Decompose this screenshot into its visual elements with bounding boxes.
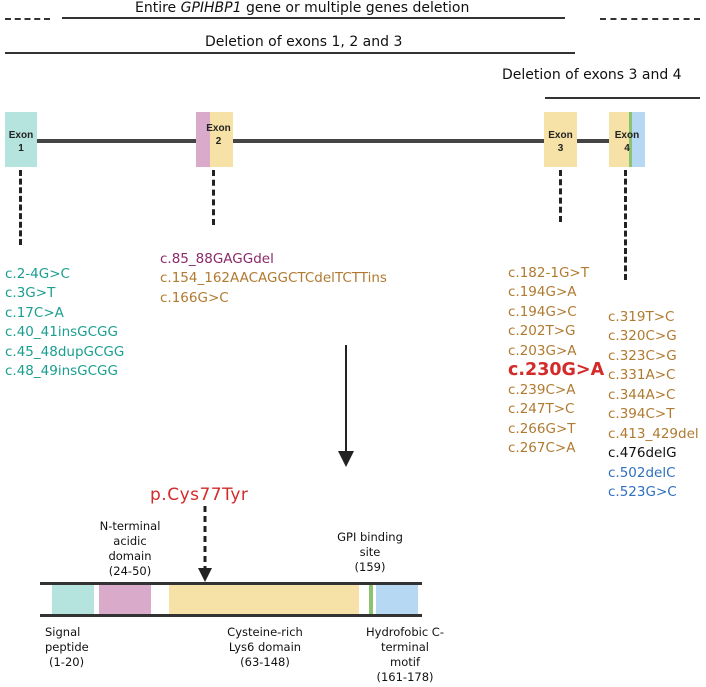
gene-intron-line [30,139,615,143]
exon1-mutation-list: c.2-4G>C c.3G>T c.17C>A c.40_41insGCGG c.45_… [5,245,124,382]
signal-peptide-domain [52,584,94,615]
exon2-mutation-list: c.85_88GAGGdel c.154_162AACAGGCTCdelTCTTi… [160,230,387,308]
mutation: c.182-1G>T [508,264,589,281]
mutation: c.323C>G [608,347,677,364]
entire-deletion-line [62,17,565,19]
exon3-mutation-list: c.182-1G>T c.194G>A c.194G>C c.202T>G c.203G… [508,244,604,459]
hydrofobic-domain [376,584,418,615]
protein-bottom-line [40,614,422,617]
mutation: c.154_162AACAGGCTCdelTCTTins [160,270,387,286]
mutation: c.85_88GAGGdel [160,250,274,267]
exon4-connector [624,170,627,280]
mutation: c.247T>C [508,401,575,417]
mutation: c.203G>A [508,342,577,359]
entire-deletion-label: Entire GPIHBP1 gene or multiple genes de… [135,0,470,16]
mutation: c.502delC [608,464,676,481]
mutation: c.17C>A [5,304,64,321]
mutation: c.40_41insGCGG [5,324,118,340]
exon4-mutation-list: c.319T>C c.320C>G c.323C>G c.331A>C c.344A>C… [608,288,699,503]
mutation: c.166G>C [160,289,229,306]
down-arrow-icon [338,345,354,467]
exon1-connector [19,170,22,245]
deletion-line-dashed-right [600,18,700,20]
exons123-deletion-label: Deletion of exons 1, 2 and 3 [205,34,403,50]
exon2-connector [212,170,215,225]
mutation: c.3G>T [5,285,56,301]
exons123-deletion-line [5,52,575,54]
highlighted-mutation: c.230G>A [508,360,605,380]
acidic-domain [99,584,151,615]
deletion-line-dashed-left [5,18,50,20]
mutation: c.266G>T [508,420,576,437]
mutation: c.45_48dupGCGG [5,343,125,360]
mutation: c.2-4G>C [5,265,70,282]
mutation: c.331A>C [608,367,676,383]
gpi-site [369,584,373,615]
exons34-deletion-label: Deletion of exons 3 and 4 [502,67,682,83]
mutation: c.194G>A [508,284,577,300]
exon3-connector [559,170,562,222]
lys6-domain [169,584,359,615]
mutation: c.239C>A [508,381,576,398]
mutation: c.344A>C [608,386,676,403]
mutation: c.413_429del [608,425,699,442]
mutation: c.320C>G [608,328,677,344]
mutation: c.476delG [608,445,677,461]
mutation: c.202T>G [508,323,576,339]
variant-arrow-icon [198,506,212,582]
mutation: c.319T>C [608,308,675,325]
mutation: c.267C>A [508,440,576,456]
mutation: c.194G>C [508,303,577,320]
mutation: c.523G>C [608,484,677,500]
mutation: c.48_49insGCGG [5,363,118,379]
mutation: c.394C>T [608,406,675,422]
variant-label: p.Cys77Tyr [150,485,249,505]
protein-top-line [40,582,422,585]
exons34-deletion-line [545,97,700,99]
